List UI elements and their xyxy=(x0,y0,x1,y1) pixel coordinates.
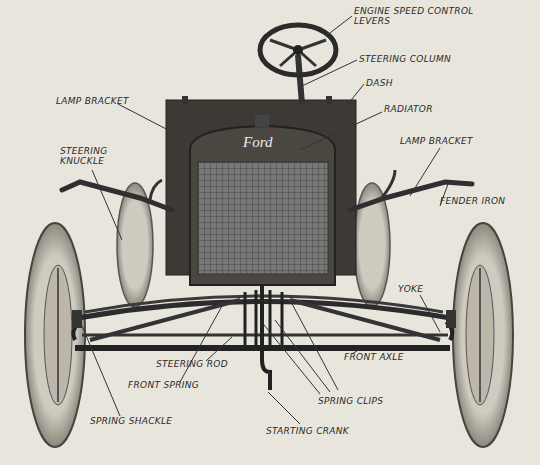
part-label: RADIATOR xyxy=(384,104,433,114)
part-label: STEERING ROD xyxy=(156,359,228,369)
part-label: STEERING KNUCKLE xyxy=(60,146,124,167)
part-label: LAMP BRACKET xyxy=(400,136,473,146)
part-label: FRONT SPRING xyxy=(128,380,199,390)
part-label: LAMP BRACKET xyxy=(56,96,129,106)
part-label: FRONT AXLE xyxy=(344,352,404,362)
part-label: SPRING SHACKLE xyxy=(90,416,172,426)
part-label: STARTING CRANK xyxy=(266,426,349,436)
part-label: SPRING CLIPS xyxy=(318,396,383,406)
part-label: YOKE xyxy=(398,284,423,294)
part-label: STEERING COLUMN xyxy=(359,54,451,64)
brand-logo: Ford xyxy=(243,134,272,151)
part-label: ENGINE SPEED CONTROL LEVERS xyxy=(354,6,504,27)
part-label: FENDER IRON xyxy=(440,196,505,206)
part-label: DASH xyxy=(366,78,393,88)
